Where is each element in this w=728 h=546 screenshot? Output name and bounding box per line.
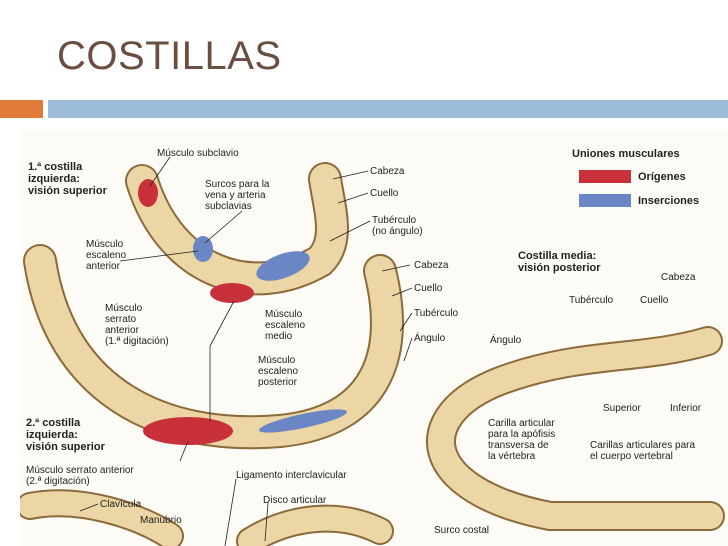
label-cuello-2: Cuello — [414, 283, 443, 294]
label-escaleno-anterior: Músculo escaleno anterior — [86, 239, 127, 272]
scalene-anterior-insertion — [193, 236, 213, 262]
label-serrato-1: Músculo serrato anterior (1.ª digitación… — [105, 303, 169, 347]
label-serrato-2: Músculo serrato anterior (2.ª digitación… — [26, 465, 134, 487]
scalene-medius-insertion — [256, 251, 310, 281]
label-disco-articular: Disco articular — [263, 495, 327, 506]
label-escaleno-medio: Músculo escaleno medio — [265, 309, 306, 342]
label-surcos-subclavias: Surcos para la vena y arteria subclavias — [205, 179, 270, 212]
accent-bar-blue — [48, 100, 728, 118]
scalene-posterior-insertion — [258, 409, 348, 433]
label-manubrio: Manubrio — [140, 515, 182, 526]
label-clavicula: Clavícula — [100, 499, 142, 510]
label-superior: Superior — [603, 403, 641, 414]
legend-origins: Orígenes — [638, 171, 686, 183]
label-cabeza-m: Cabeza — [661, 272, 696, 283]
label-angulo-2: Ángulo — [414, 333, 446, 344]
label-carillas-cuerpo: Carillas articulares para el cuerpo vert… — [590, 440, 696, 462]
legend-origin-swatch — [579, 170, 631, 183]
label-cabeza-1: Cabeza — [370, 166, 405, 177]
second-rib-title: 2.ª costilla izquierda: visión superior — [26, 417, 105, 453]
slide-title: COSTILLAS — [57, 34, 282, 78]
label-tuberculo-1: Tubérculo (no ángulo) — [372, 215, 423, 237]
legend-insertions: Inserciones — [638, 195, 700, 207]
label-escaleno-posterior: Músculo escaleno posterior — [258, 355, 299, 388]
label-cuello-m: Cuello — [640, 295, 669, 306]
label-tuberculo-2: Tubérculo — [414, 308, 459, 319]
serratus-1-origin — [210, 283, 254, 303]
first-rib-title: 1.ª costilla izquierda: visión superior — [28, 161, 107, 197]
label-cuello-1: Cuello — [370, 188, 399, 199]
accent-bar-orange — [0, 100, 43, 118]
subclavius-origin — [138, 179, 158, 207]
mid-rib-title: Costilla media: visión posterior — [518, 250, 601, 274]
rib-illustration — [20, 156, 725, 546]
label-cabeza-2: Cabeza — [414, 260, 449, 271]
serratus-2-origin — [143, 417, 233, 445]
legend-insertion-swatch — [579, 194, 631, 207]
label-surco-costal: Surco costal — [434, 525, 490, 536]
label-musculo-subclavio: Músculo subclavio — [157, 148, 239, 159]
label-inferior: Inferior — [670, 403, 702, 414]
rib-anatomy-figure: 1.ª costilla izquierda: visión superior … — [20, 131, 728, 546]
label-angulo-m: Ángulo — [490, 335, 522, 346]
legend-title: Uniones musculares — [572, 148, 680, 160]
label-tuberculo-m: Tubérculo — [569, 295, 614, 306]
label-ligamento-interclavicular: Ligamento interclavicular — [236, 470, 347, 481]
label-carilla-transversa: Carilla articular para la apófisis trans… — [488, 418, 556, 462]
